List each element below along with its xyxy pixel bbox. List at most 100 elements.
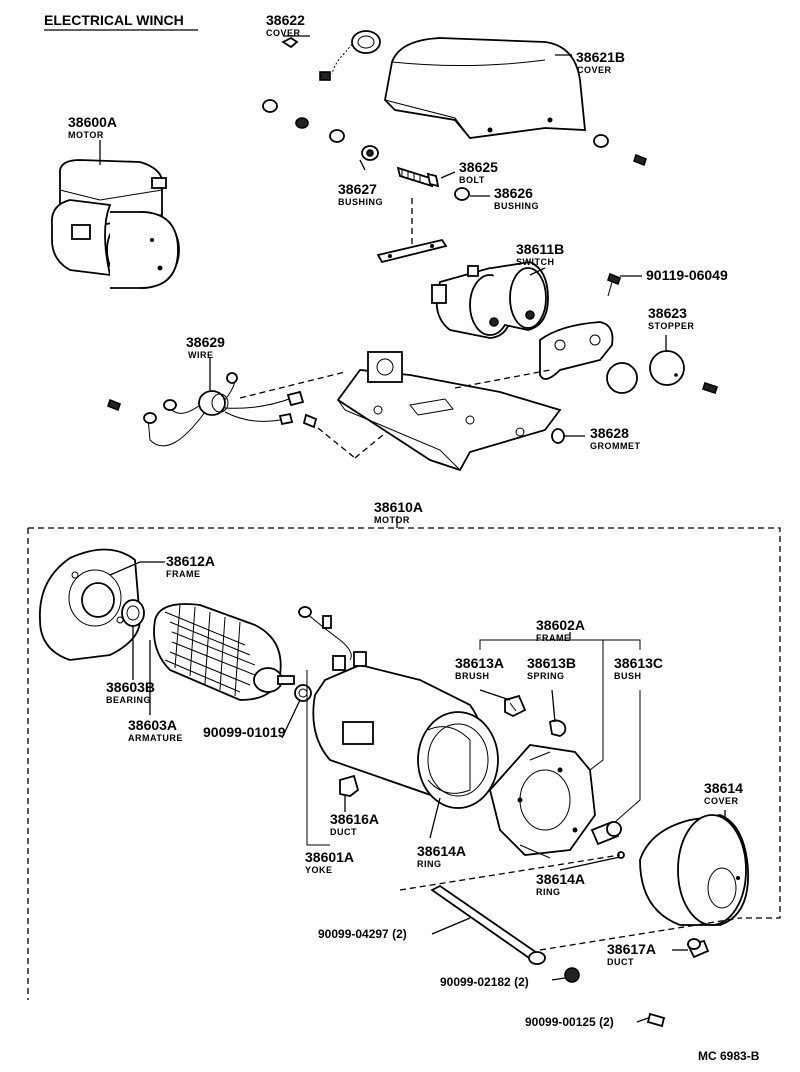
svg-text:90099-00125 (2): 90099-00125 (2) (525, 1015, 614, 1029)
svg-text:38614A: 38614A (417, 843, 466, 859)
label-90099-02182: 90099-02182 (2) (440, 975, 529, 989)
svg-text:SPRING: SPRING (527, 671, 565, 681)
label-38613B: 38613B SPRING (527, 655, 576, 681)
part-90099-00125-screw (646, 1012, 666, 1028)
svg-text:BUSH: BUSH (614, 671, 642, 681)
svg-text:FRAME: FRAME (536, 633, 571, 643)
label-38614A-2: 38614A RING (536, 871, 585, 897)
svg-text:FRAME: FRAME (166, 569, 201, 579)
part-38627-bushing (361, 145, 379, 161)
part-base-plate (336, 351, 562, 472)
part-38623-stopper (606, 350, 719, 395)
svg-text:38611B: 38611B (516, 241, 564, 257)
svg-text:38621B: 38621B (576, 49, 625, 65)
svg-text:38617A: 38617A (607, 941, 656, 957)
label-90119-06049: 90119-06049 (646, 267, 728, 283)
svg-text:COVER: COVER (704, 796, 739, 806)
svg-text:38603B: 38603B (106, 679, 155, 695)
part-38603A-armature (153, 603, 295, 701)
svg-text:COVER: COVER (266, 28, 301, 38)
label-90099-00125: 90099-00125 (2) (525, 1015, 614, 1029)
label-38627: 38627 BUSHING (338, 181, 383, 207)
svg-text:ARMATURE: ARMATURE (128, 733, 183, 743)
label-90099-01019: 90099-01019 (203, 724, 286, 740)
label-38625: 38625 BOLT (459, 159, 498, 185)
svg-text:38602A: 38602A (536, 617, 585, 633)
svg-text:38628: 38628 (590, 425, 629, 441)
svg-text:38613B: 38613B (527, 655, 576, 671)
svg-text:38603A: 38603A (128, 717, 177, 733)
part-38629-wire (107, 372, 318, 447)
svg-text:GROMMET: GROMMET (590, 441, 641, 451)
part-38626-bushing (454, 187, 470, 201)
label-38621B: 38621B COVER (576, 49, 625, 75)
svg-text:WIRE: WIRE (188, 350, 214, 360)
label-38611B: 38611B SWITCH (516, 241, 564, 267)
part-38600A-motor (50, 159, 180, 289)
svg-text:DUCT: DUCT (607, 957, 634, 967)
part-38616A-duct (339, 774, 360, 797)
svg-text:38625: 38625 (459, 159, 498, 175)
svg-text:BRUSH: BRUSH (455, 671, 490, 681)
svg-text:BUSHING: BUSHING (338, 197, 383, 207)
svg-text:90099-04297 (2): 90099-04297 (2) (318, 927, 407, 941)
svg-text:38626: 38626 (494, 185, 533, 201)
label-38629: 38629 WIRE (186, 334, 225, 360)
label-38613C: 38613C BUSH (614, 655, 663, 681)
svg-text:BOLT: BOLT (459, 175, 485, 185)
part-38613A-brush (504, 694, 527, 718)
leader-lines (99, 35, 726, 1023)
part-90099-01019-washer (294, 684, 312, 702)
svg-text:38610A: 38610A (374, 499, 423, 515)
label-38613A: 38613A BRUSH (455, 655, 504, 681)
svg-text:RING: RING (536, 887, 561, 897)
part-38622-cover (281, 30, 381, 81)
svg-text:38629: 38629 (186, 334, 225, 350)
label-38612A: 38612A FRAME (166, 553, 215, 579)
svg-text:38613C: 38613C (614, 655, 663, 671)
svg-text:MOTOR: MOTOR (68, 130, 104, 140)
label-38626: 38626 BUSHING (494, 185, 539, 211)
part-nuts-upper (262, 99, 647, 167)
plate-guide-line (454, 369, 551, 389)
svg-text:DUCT: DUCT (330, 827, 357, 837)
label-38600A: 38600A MOTOR (68, 114, 117, 140)
svg-text:38600A: 38600A (68, 114, 117, 130)
svg-text:SWITCH: SWITCH (516, 257, 555, 267)
assembly-guide-line-1 (399, 854, 621, 891)
svg-text:38613A: 38613A (455, 655, 504, 671)
part-90099-02182-nut (564, 967, 580, 983)
svg-text:MOTOR: MOTOR (374, 515, 410, 525)
svg-text:STOPPER: STOPPER (648, 321, 694, 331)
label-38602A: 38602A FRAME (536, 617, 585, 643)
label-38601A: 38601A YOKE (305, 849, 354, 875)
diagram-reference: MC 6983-B (698, 1049, 760, 1063)
svg-text:38601A: 38601A (305, 849, 354, 865)
label-38616A: 38616A DUCT (330, 811, 379, 837)
part-38628-grommet (551, 428, 565, 444)
svg-text:90099-01019: 90099-01019 (203, 724, 286, 740)
part-yoke-wire (298, 606, 352, 661)
motor-group-border (28, 527, 781, 919)
label-38628: 38628 GROMMET (590, 425, 641, 451)
label-38603B: 38603B BEARING (106, 679, 155, 705)
part-38602A-frame (489, 744, 596, 859)
svg-text:BUSHING: BUSHING (494, 201, 539, 211)
part-38614-cover (639, 814, 749, 926)
label-38623: 38623 STOPPER (648, 305, 694, 331)
svg-text:RING: RING (417, 859, 442, 869)
assembly-guide-line-2 (539, 917, 741, 951)
svg-text:38616A: 38616A (330, 811, 379, 827)
svg-text:90119-06049: 90119-06049 (646, 267, 728, 283)
part-38601A-yoke (312, 651, 499, 809)
label-90099-04297: 90099-04297 (2) (318, 927, 407, 941)
part-38613C-bush (590, 820, 622, 846)
part-38611B-switch (431, 261, 549, 339)
part-38621B-cover (384, 37, 586, 139)
label-38603A: 38603A ARMATURE (128, 717, 183, 743)
svg-text:38612A: 38612A (166, 553, 215, 569)
diagram-title: ELECTRICAL WINCH (44, 12, 184, 28)
label-38614: 38614 COVER (704, 780, 743, 806)
